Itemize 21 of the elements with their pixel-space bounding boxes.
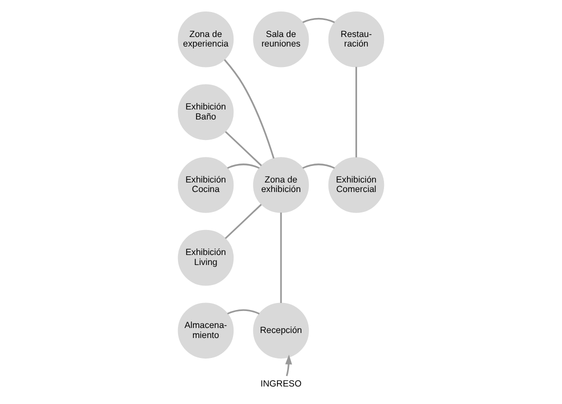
node-circle: Restau- ración [328, 11, 384, 68]
connector [227, 164, 260, 169]
connector [227, 309, 260, 314]
node-circle: Exhibición Baño [178, 84, 234, 140]
node-circle: Recepción [253, 302, 309, 359]
node-circle: Zona de exhibición [253, 157, 309, 213]
node-circle: Exhibición Comercial [328, 157, 384, 213]
connector [224, 204, 262, 240]
connector [302, 18, 335, 24]
connector [224, 131, 262, 166]
node-text: INGRESO [260, 378, 302, 388]
connector [224, 59, 275, 159]
node-circle: Zona de experiencia [178, 11, 234, 68]
node-circle: Almacena- miento [178, 302, 234, 359]
connector [280, 212, 282, 303]
arrow [285, 354, 292, 376]
connector [302, 164, 335, 169]
node-circle: Sala de reuniones [253, 11, 309, 68]
node-circle: Exhibición Living [178, 230, 234, 286]
node-circle: Exhibición Cocina [178, 157, 234, 213]
connector [355, 66, 358, 158]
